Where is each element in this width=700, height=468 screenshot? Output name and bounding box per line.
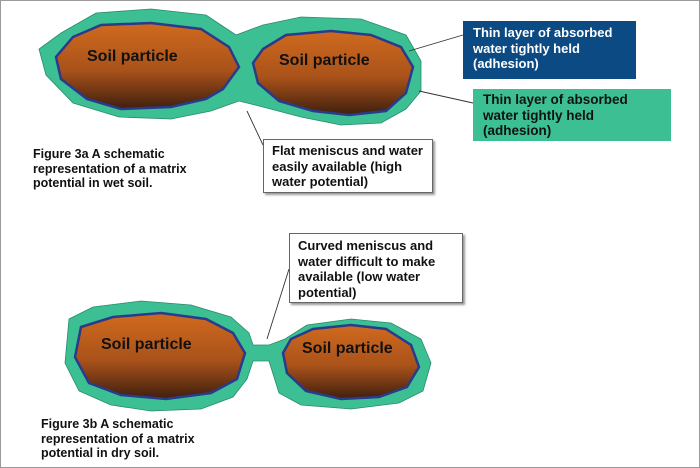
callout-meniscus-wet: Flat meniscus and water easily available…	[263, 139, 433, 193]
callout-adhesion-teal: Thin layer of absorbed water tightly hel…	[473, 89, 671, 141]
leader-line-meniscus-dry	[266, 268, 290, 340]
caption-figure-3b-text: Figure 3b A schematic representation of …	[41, 417, 195, 460]
caption-figure-3a: Figure 3a A schematic representation of …	[33, 147, 233, 191]
leader-line-meniscus-wet	[246, 110, 264, 146]
callout-meniscus-wet-text: Flat meniscus and water easily available…	[272, 143, 423, 189]
particle-label-dry-left: Soil particle	[101, 336, 192, 353]
soil-particle-wet-right	[251, 29, 415, 117]
callout-adhesion-teal-text: Thin layer of absorbed water tightly hel…	[483, 92, 628, 138]
leader-line-adhesion-teal	[418, 90, 474, 104]
caption-figure-3b: Figure 3b A schematic representation of …	[41, 417, 241, 461]
callout-adhesion-dark: Thin layer of absorbed water tightly hel…	[463, 21, 636, 79]
callout-meniscus-dry: Curved meniscus and water difficult to m…	[289, 233, 463, 303]
particle-label-wet-right: Soil particle	[279, 52, 370, 69]
particle-label-dry-right: Soil particle	[302, 340, 393, 357]
soil-particle-dry-right	[281, 323, 421, 401]
soil-particle-wet-left	[54, 21, 241, 111]
particle-label-wet-left: Soil particle	[87, 48, 178, 65]
caption-figure-3a-text: Figure 3a A schematic representation of …	[33, 147, 187, 190]
callout-meniscus-dry-text: Curved meniscus and water difficult to m…	[298, 238, 436, 300]
callout-adhesion-dark-text: Thin layer of absorbed water tightly hel…	[473, 25, 613, 71]
soil-particle-dry-left	[73, 311, 247, 401]
leader-line-adhesion-dark	[408, 34, 464, 52]
